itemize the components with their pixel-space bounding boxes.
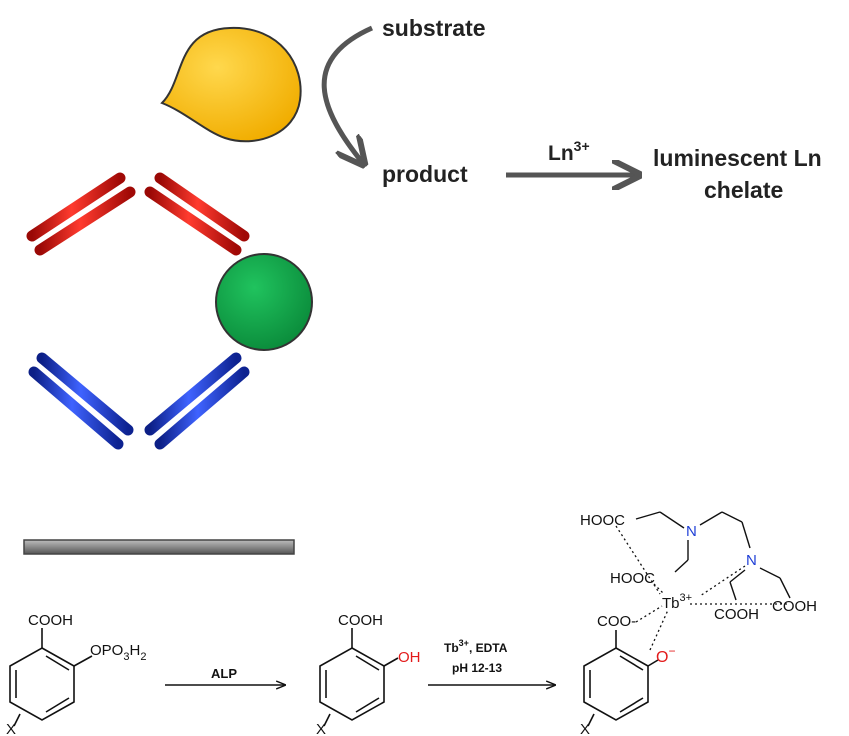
edta-skeleton bbox=[635, 511, 791, 601]
y-antibody-icon bbox=[26, 82, 250, 256]
reactant-benzene-ring bbox=[9, 628, 93, 727]
complex-hooc-mid: HOOC bbox=[610, 570, 655, 587]
complex-coo: COO- bbox=[597, 613, 636, 630]
reagent-label: Ln3+ bbox=[548, 138, 590, 165]
ph-label: pH 12-13 bbox=[452, 661, 502, 675]
intermediate-x: X bbox=[316, 721, 326, 736]
complex-n2: N bbox=[746, 552, 757, 569]
coordination-bonds bbox=[615, 525, 790, 651]
complex-o: O− bbox=[656, 644, 675, 666]
reactant-cooh: COOH bbox=[28, 612, 73, 629]
intermediate-benzene-ring bbox=[319, 628, 399, 727]
result-label-line2: chelate bbox=[704, 177, 783, 203]
complex-benzene-ring bbox=[583, 630, 659, 727]
intermediate-oh: OH bbox=[398, 649, 421, 666]
alp-label: ALP bbox=[211, 666, 237, 681]
intermediate-cooh: COOH bbox=[338, 612, 383, 629]
tb-edta-label: Tb3+, EDTA bbox=[444, 638, 508, 655]
complex-hooc-top: HOOC bbox=[580, 512, 625, 529]
curved-arrow-icon bbox=[321, 25, 374, 162]
reactant-phosphate: OPO3H2 bbox=[90, 642, 146, 663]
enzyme-teardrop-icon bbox=[160, 26, 302, 143]
complex-tb: Tb3+ bbox=[662, 592, 692, 612]
y-antibody-icon bbox=[28, 352, 250, 540]
complex-cooh-a: COOH bbox=[714, 606, 759, 623]
result-label-line1: luminescent Ln bbox=[653, 145, 822, 171]
solid-surface bbox=[23, 539, 295, 555]
complex-cooh-b: COOH bbox=[772, 598, 817, 615]
substrate-label: substrate bbox=[382, 15, 486, 41]
complex-x: X bbox=[580, 721, 590, 736]
reactant-x: X bbox=[6, 721, 16, 736]
antigen-circle-icon bbox=[215, 253, 313, 351]
complex-n1: N bbox=[686, 523, 697, 540]
product-label: product bbox=[382, 161, 468, 187]
